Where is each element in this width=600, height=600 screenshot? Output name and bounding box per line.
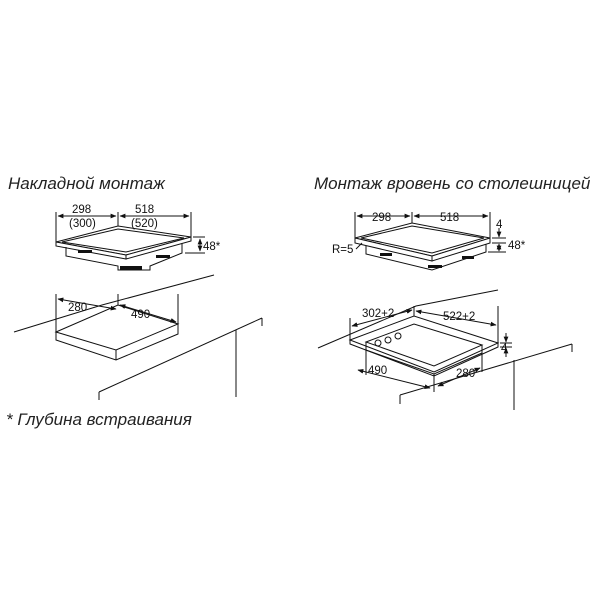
right-cutout-depth-label: 302+2: [362, 308, 394, 320]
right-hob-height-label: 48*: [508, 240, 526, 252]
right-hob-depth-label: 298: [372, 212, 391, 224]
right-hob-dimensions: 298 518 R=5 4 48*: [332, 212, 526, 256]
left-cutout-depth-label: 280: [68, 302, 87, 314]
left-cutout-width-label: 490: [131, 309, 150, 321]
right-cutout-step-label: 4: [501, 343, 508, 355]
right-hob-radius-label: R=5: [332, 244, 353, 256]
left-hob-width-alt-label: (520): [131, 218, 158, 230]
right-cutout-width-label: 522+2: [443, 311, 475, 323]
right-hob-drawing: [354, 222, 491, 271]
right-panel: Монтаж вровень со столешницей 298 518 R=…: [314, 174, 591, 410]
left-panel-title: Накладной монтаж: [8, 174, 166, 193]
right-countertop: 302+2 522+2 4 490 280: [317, 289, 573, 410]
right-hob-step-label: 4: [496, 219, 503, 231]
depth-note: * Глубина встраивания: [6, 410, 192, 429]
left-hob-height-label: 48*: [203, 241, 221, 253]
left-hob-depth-alt-label: (300): [69, 218, 96, 230]
left-hob-width-label: 518: [135, 204, 154, 216]
left-countertop: 280 490: [13, 274, 263, 400]
right-cutout-inner-width-label: 490: [368, 365, 387, 377]
left-hob-drawing: [55, 225, 192, 271]
left-hob-depth-label: 298: [72, 204, 91, 216]
left-hob-dimensions: 298 (300) 518 (520) 48*: [55, 204, 221, 254]
right-panel-title: Монтаж вровень со столешницей: [314, 174, 591, 193]
right-hob-width-label: 518: [440, 212, 459, 224]
left-panel: Накладной монтаж 298 (300) 518 (520): [6, 174, 263, 429]
right-cutout-inner-depth-label: 280: [456, 368, 475, 380]
